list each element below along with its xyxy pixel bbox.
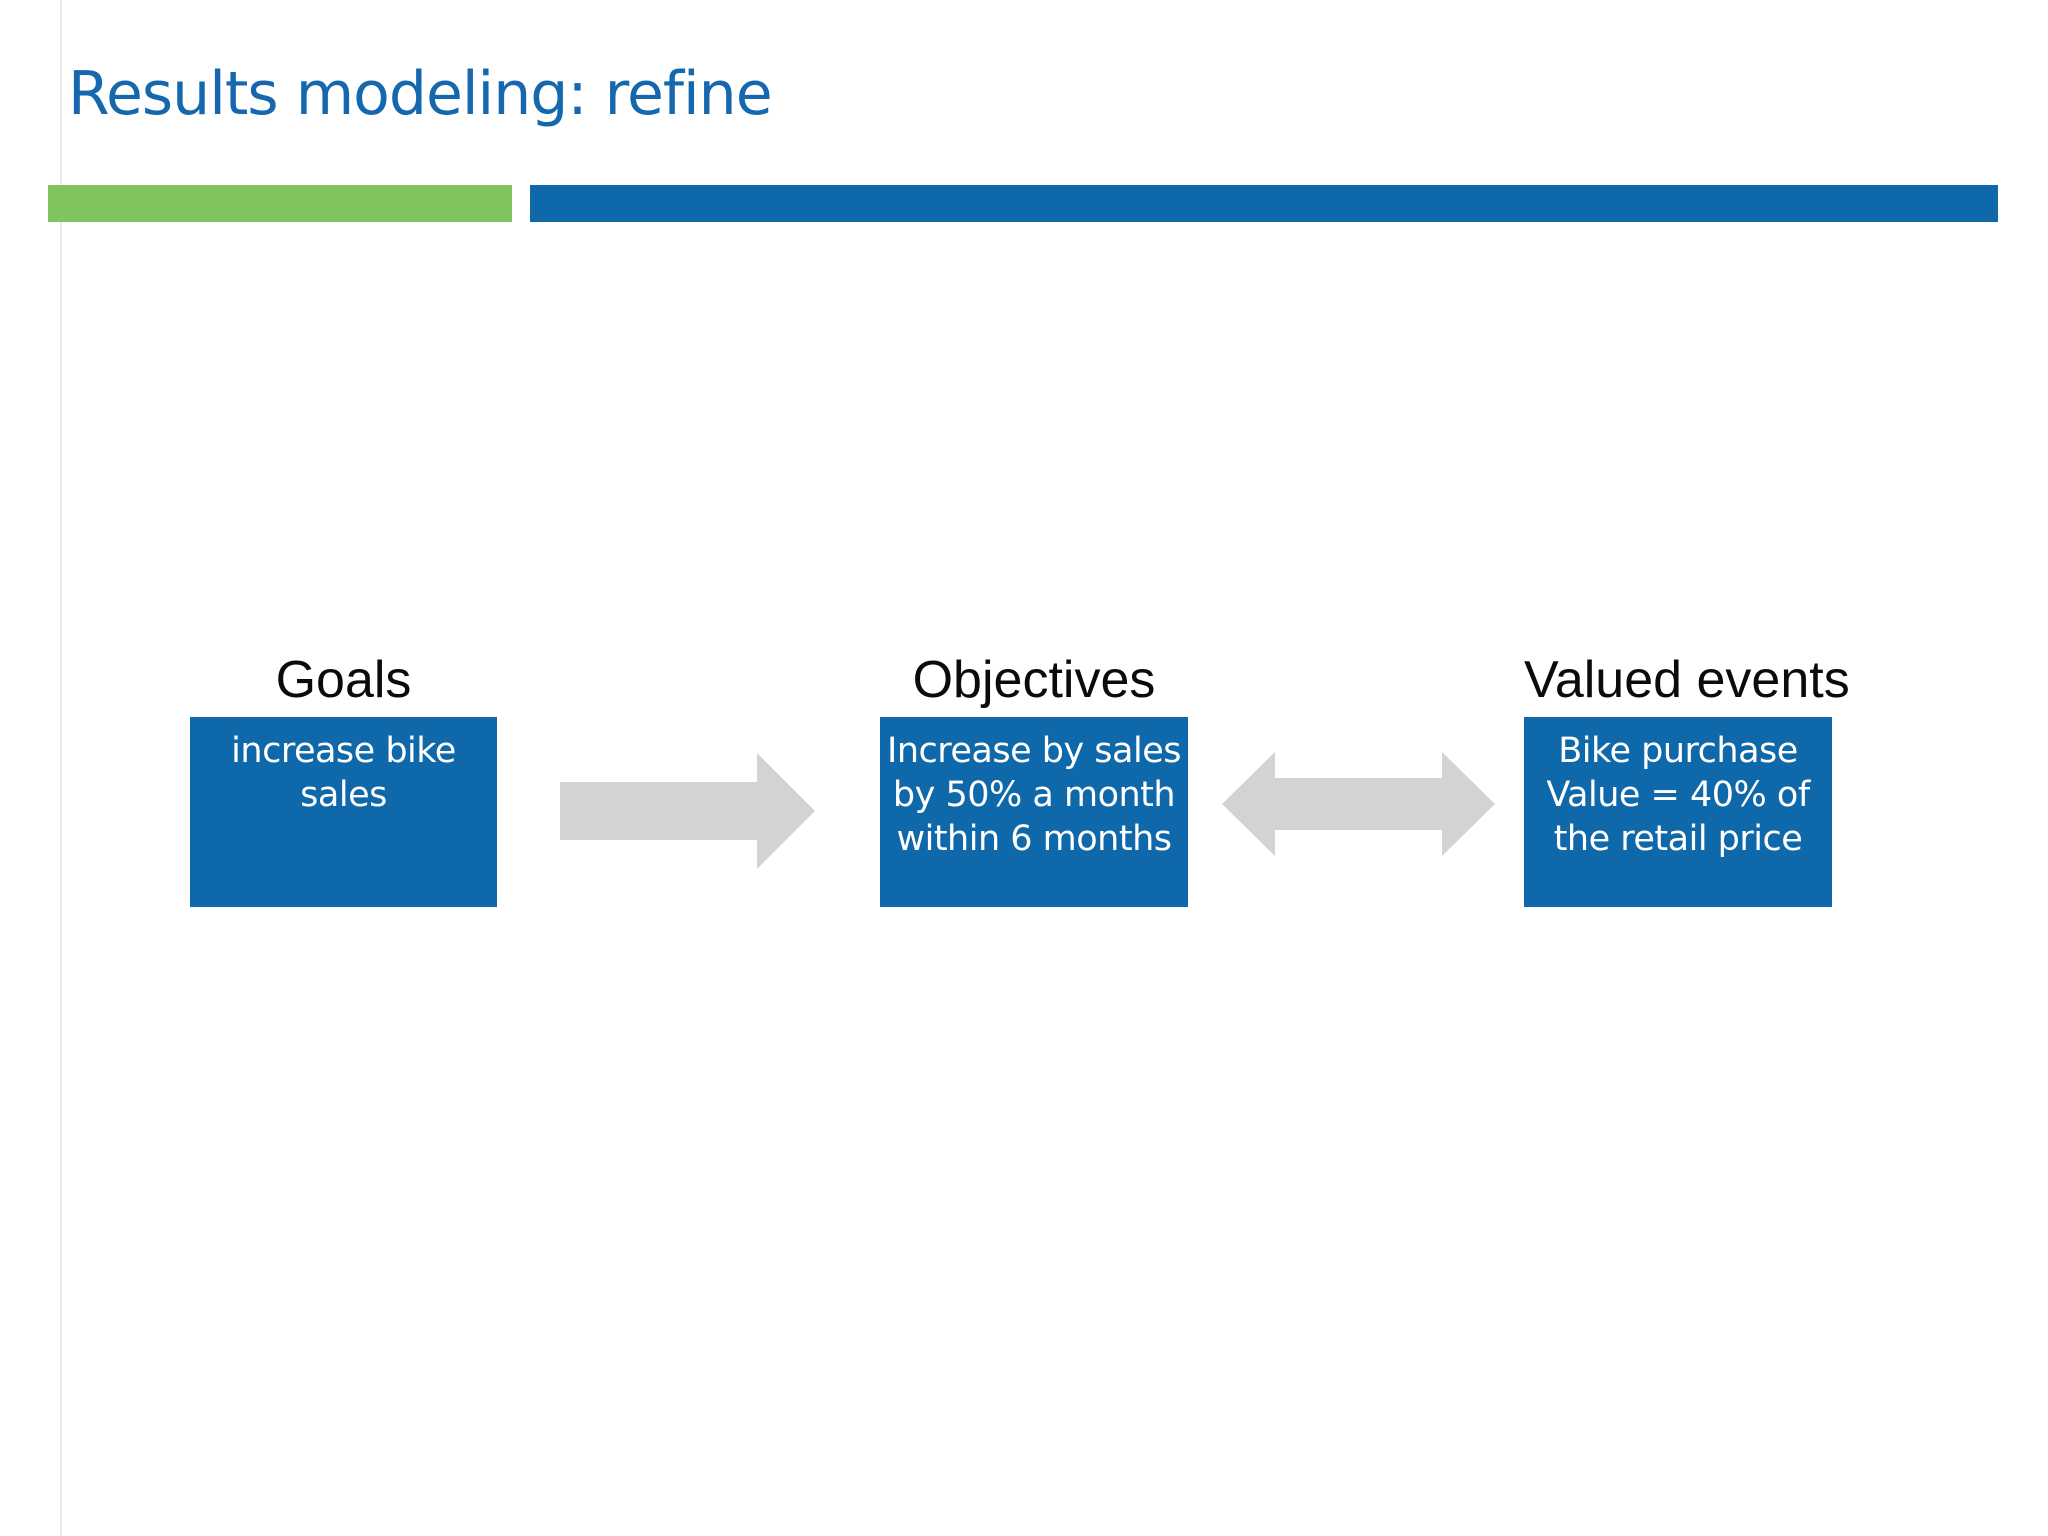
right-arrow-shape bbox=[560, 753, 815, 869]
double-arrow-icon bbox=[1222, 752, 1495, 856]
objectives-box: Increase by sales by 50% a month within … bbox=[880, 717, 1188, 907]
goals-heading: Goals bbox=[275, 651, 412, 709]
goals-box-text: increase bike sales bbox=[231, 731, 456, 815]
valued-events-box-text: Bike purchase Value = 40% of the retail … bbox=[1546, 731, 1810, 859]
double-arrow-shape bbox=[1222, 752, 1495, 856]
objectives-heading: Objectives bbox=[912, 651, 1156, 709]
title-underline-green-bar bbox=[48, 185, 512, 222]
slide-left-edge-line bbox=[60, 0, 62, 1536]
goals-box: increase bike sales bbox=[190, 717, 497, 907]
title-underline-blue-bar bbox=[530, 185, 1998, 222]
right-arrow-icon bbox=[560, 753, 815, 869]
slide-title: Results modeling: refine bbox=[68, 59, 773, 129]
valued-events-heading: Valued events bbox=[1524, 651, 1850, 709]
objectives-box-text: Increase by sales by 50% a month within … bbox=[887, 731, 1181, 859]
valued-events-box: Bike purchase Value = 40% of the retail … bbox=[1524, 717, 1832, 907]
